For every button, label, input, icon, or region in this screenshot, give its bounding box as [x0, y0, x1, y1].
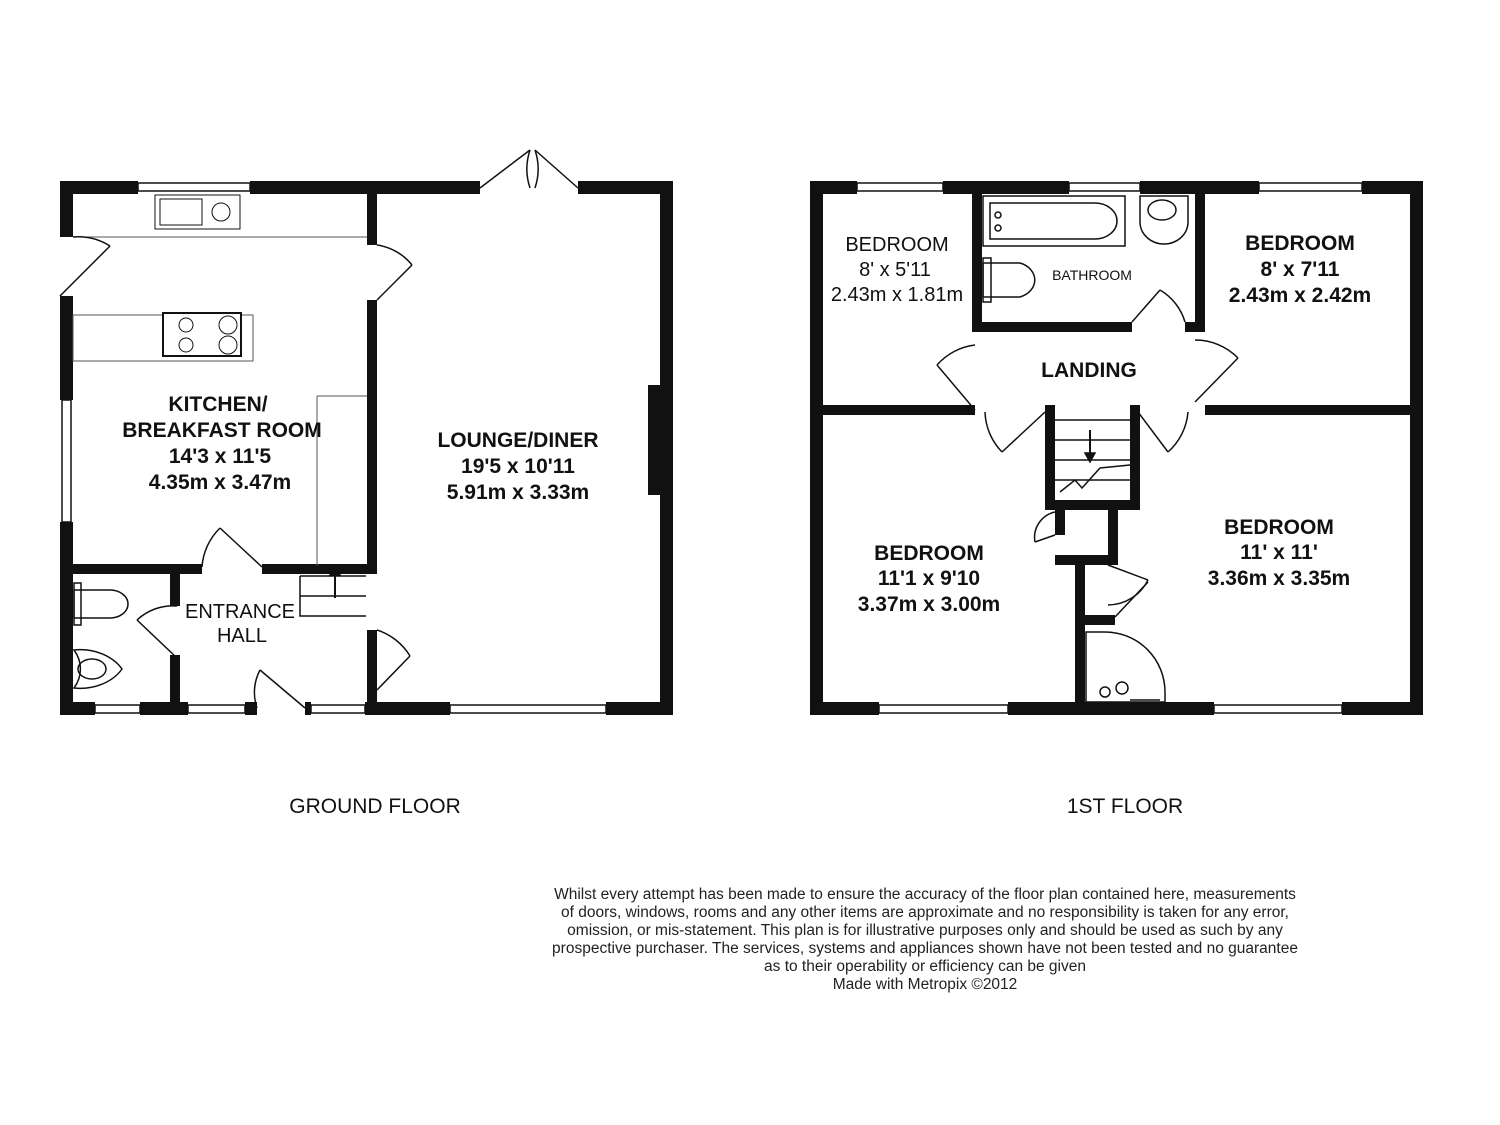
first-floor-walls: [810, 181, 1423, 715]
bedroom-right-metric: 2.43m x 2.42m: [1229, 284, 1371, 307]
disclaimer-line: of doors, windows, rooms and any other i…: [560, 904, 1289, 921]
ground-floor-windows: [61, 182, 607, 714]
ground-floor-plan: KITCHEN/ BREAKFAST ROOM 14'3 x 11'5 4.35…: [59, 149, 673, 715]
ground-staircase: [299, 564, 366, 617]
bedroom-right-large-metric: 3.36m x 3.35m: [1208, 567, 1350, 590]
entrance-label-line1: ENTRANCE: [185, 601, 295, 623]
kitchen-metric-size: 4.35m x 3.47m: [149, 471, 291, 494]
bathroom-fittings: [982, 195, 1189, 323]
bedroom-left-large-name: BEDROOM: [874, 542, 984, 565]
bedroom-left-large-imperial: 11'1 x 9'10: [878, 567, 980, 590]
disclaimer-line: Whilst every attempt has been made to en…: [554, 886, 1296, 903]
disclaimer-line: omission, or mis-statement. This plan is…: [567, 922, 1283, 939]
bedroom-right-large-name: BEDROOM: [1224, 516, 1334, 539]
lounge-metric-size: 5.91m x 3.33m: [447, 481, 589, 504]
landing-label: LANDING: [1041, 359, 1137, 382]
bedroom-small-imperial: 8' x 5'11: [859, 259, 931, 281]
first-floor-title: 1ST FLOOR: [1067, 795, 1183, 818]
lounge-imperial-size: 19'5 x 10'11: [461, 455, 575, 478]
kitchen-label-line1: KITCHEN/: [168, 393, 267, 416]
bedroom-right-large-imperial: 11' x 11': [1240, 541, 1318, 564]
bathroom-label: BATHROOM: [1052, 267, 1132, 283]
first-floor-windows: [856, 182, 1363, 714]
ground-floor-doors: [59, 149, 579, 709]
entrance-label-line2: HALL: [217, 625, 267, 647]
shower-enclosure: [1085, 631, 1166, 703]
bedroom-left-large-metric: 3.37m x 3.00m: [858, 593, 1000, 616]
kitchen-label-line2: BREAKFAST ROOM: [122, 419, 322, 442]
disclaimer-text: Whilst every attempt has been made to en…: [515, 886, 1335, 994]
ground-floor-title: GROUND FLOOR: [289, 795, 461, 818]
disclaimer-line: as to their operability or efficiency ca…: [764, 958, 1086, 975]
first-floor-staircase: [1055, 419, 1131, 493]
disclaimer-line: prospective purchaser. The services, sys…: [552, 940, 1298, 957]
first-floor-plan: BEDROOM 8' x 5'11 2.43m x 1.81m BATHROOM…: [810, 181, 1423, 715]
ground-floor-walls: [60, 181, 673, 715]
first-floor-doors: [936, 339, 1239, 618]
kitchen-fittings: [72, 194, 367, 566]
ground-wc-fittings: [72, 582, 129, 690]
lounge-label: LOUNGE/DINER: [437, 429, 598, 452]
bedroom-small-metric: 2.43m x 1.81m: [831, 284, 963, 306]
bedroom-right-imperial: 8' x 7'11: [1261, 258, 1340, 281]
bedroom-right-name: BEDROOM: [1245, 232, 1355, 255]
credit-line: Made with Metropix ©2012: [832, 976, 1018, 993]
kitchen-imperial-size: 14'3 x 11'5: [169, 445, 272, 468]
bedroom-small-name: BEDROOM: [845, 234, 948, 256]
